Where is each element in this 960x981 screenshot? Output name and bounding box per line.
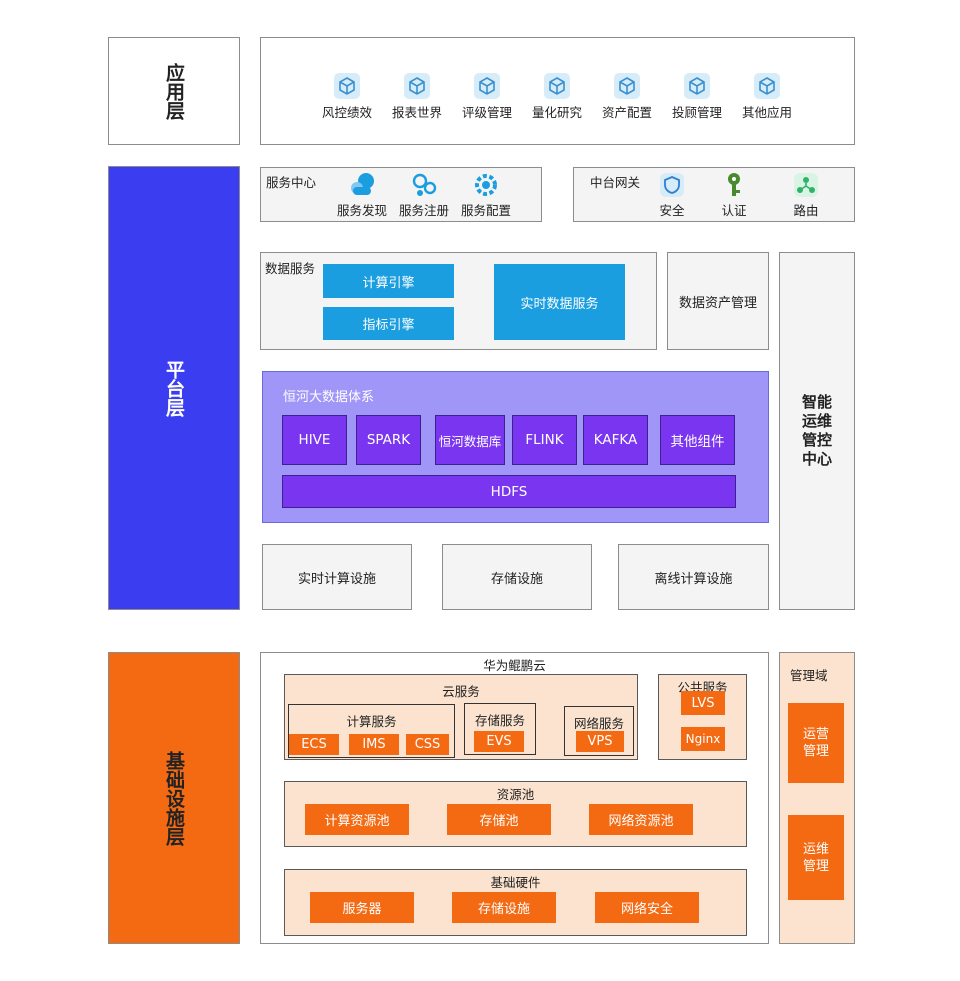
cube-icon: [660, 70, 734, 102]
realtime-data-service-box[interactable]: 实时数据服务: [494, 264, 625, 340]
server-box[interactable]: 服务器: [310, 892, 414, 923]
service-center-title: 服务中心: [266, 175, 317, 190]
cube-icon: [730, 70, 804, 102]
app-label: 投顾管理: [671, 105, 722, 120]
cube-icon: [590, 70, 664, 102]
hexagon-nodes-icon: [394, 170, 454, 200]
cube-icon: [310, 70, 384, 102]
app-label: 资产配置: [601, 105, 652, 120]
app-item[interactable]: 资产配置: [590, 70, 664, 120]
route-label: 路由: [793, 203, 819, 218]
app-layer-title: 应用层: [163, 62, 185, 120]
auth-label: 认证: [721, 203, 747, 218]
shield-icon: [648, 170, 696, 200]
storage-service-title: 存储服务: [474, 713, 525, 728]
share-nodes-icon: [782, 170, 830, 200]
app-item[interactable]: 其他应用: [730, 70, 804, 120]
app-item[interactable]: 投顾管理: [660, 70, 734, 120]
mgmt-domain-panel: 管理域: [779, 652, 855, 944]
spark-box[interactable]: SPARK: [356, 415, 421, 465]
storage-facility-box[interactable]: 存储设施: [442, 544, 592, 610]
infra-layer-title-box: 基础设施层: [108, 652, 240, 944]
route-item[interactable]: 路由: [782, 170, 830, 220]
app-item[interactable]: 报表世界: [380, 70, 454, 120]
metric-engine-box[interactable]: 指标引擎: [323, 307, 454, 340]
compute-resource-pool-box[interactable]: 计算资源池: [305, 804, 409, 835]
gear-icon: [456, 170, 516, 200]
maintenance-mgmt-label: 运维管理: [802, 841, 829, 874]
network-service-title: 网络服务: [573, 716, 624, 731]
maintenance-mgmt-box[interactable]: 运维管理: [788, 815, 844, 900]
resource-pool-title: 资源池: [496, 787, 535, 802]
security-label: 安全: [659, 203, 685, 218]
henghe-db-box[interactable]: 恒河数据库: [435, 415, 505, 465]
app-layer-title-box: 应用层: [108, 37, 240, 145]
css-box[interactable]: CSS: [406, 734, 449, 755]
ops-center-label: 智能运维管控中心: [801, 393, 832, 468]
realtime-compute-facility-box[interactable]: 实时计算设施: [262, 544, 412, 610]
service-center-panel: 服务中心: [260, 167, 542, 222]
app-label: 量化研究: [531, 105, 582, 120]
data-service-title: 数据服务: [265, 261, 316, 276]
cloud-service-title: 云服务: [442, 684, 480, 699]
flink-box[interactable]: FLINK: [512, 415, 577, 465]
lvs-box[interactable]: LVS: [681, 691, 725, 715]
evs-box[interactable]: EVS: [474, 731, 524, 752]
platform-layer-title: 平台层: [163, 359, 185, 417]
service-register-item[interactable]: 服务注册: [394, 170, 454, 220]
app-item[interactable]: 评级管理: [450, 70, 524, 120]
storage-pool-box[interactable]: 存储池: [447, 804, 551, 835]
cube-icon: [450, 70, 524, 102]
operations-mgmt-box[interactable]: 运营管理: [788, 703, 844, 783]
hardware-title: 基础硬件: [490, 875, 541, 890]
service-config-item[interactable]: 服务配置: [456, 170, 516, 220]
ops-center-box[interactable]: 智能运维管控中心: [779, 252, 855, 610]
key-icon: [710, 170, 758, 200]
app-item[interactable]: 风控绩效: [310, 70, 384, 120]
security-item[interactable]: 安全: [648, 170, 696, 220]
kafka-box[interactable]: KAFKA: [583, 415, 648, 465]
mgmt-domain-title: 管理域: [790, 668, 828, 683]
platform-layer-title-box: 平台层: [108, 166, 240, 610]
hive-box[interactable]: HIVE: [282, 415, 347, 465]
infra-layer-title: 基础设施层: [163, 750, 185, 846]
gateway-title: 中台网关: [590, 175, 641, 190]
other-components-box[interactable]: 其他组件: [660, 415, 735, 465]
service-discovery-label: 服务发现: [336, 203, 387, 218]
service-register-label: 服务注册: [398, 203, 449, 218]
ims-box[interactable]: IMS: [349, 734, 399, 755]
network-resource-pool-box[interactable]: 网络资源池: [589, 804, 693, 835]
cube-icon: [520, 70, 594, 102]
compute-service-title: 计算服务: [346, 714, 397, 729]
cube-icon: [380, 70, 454, 102]
cloud-icon: [332, 170, 392, 200]
hdfs-box[interactable]: HDFS: [282, 475, 736, 508]
compute-engine-box[interactable]: 计算引擎: [323, 264, 454, 298]
nginx-box[interactable]: Nginx: [681, 727, 725, 751]
app-label: 其他应用: [741, 105, 792, 120]
operations-mgmt-label: 运营管理: [802, 727, 829, 759]
data-asset-mgmt-box[interactable]: 数据资产管理: [667, 252, 769, 350]
service-config-label: 服务配置: [460, 203, 511, 218]
service-discovery-item[interactable]: 服务发现: [332, 170, 392, 220]
bigdata-title: 恒河大数据体系: [283, 390, 375, 405]
ecs-box[interactable]: ECS: [289, 734, 339, 755]
kunpeng-cloud-title: 华为鲲鹏云: [483, 658, 546, 673]
offline-compute-facility-box[interactable]: 离线计算设施: [618, 544, 769, 610]
auth-item[interactable]: 认证: [710, 170, 758, 220]
storage-hw-box[interactable]: 存储设施: [452, 892, 556, 923]
network-security-box[interactable]: 网络安全: [595, 892, 699, 923]
app-label: 报表世界: [391, 105, 442, 120]
app-item[interactable]: 量化研究: [520, 70, 594, 120]
app-label: 评级管理: [461, 105, 512, 120]
vps-box[interactable]: VPS: [576, 731, 624, 752]
app-label: 风控绩效: [321, 105, 372, 120]
